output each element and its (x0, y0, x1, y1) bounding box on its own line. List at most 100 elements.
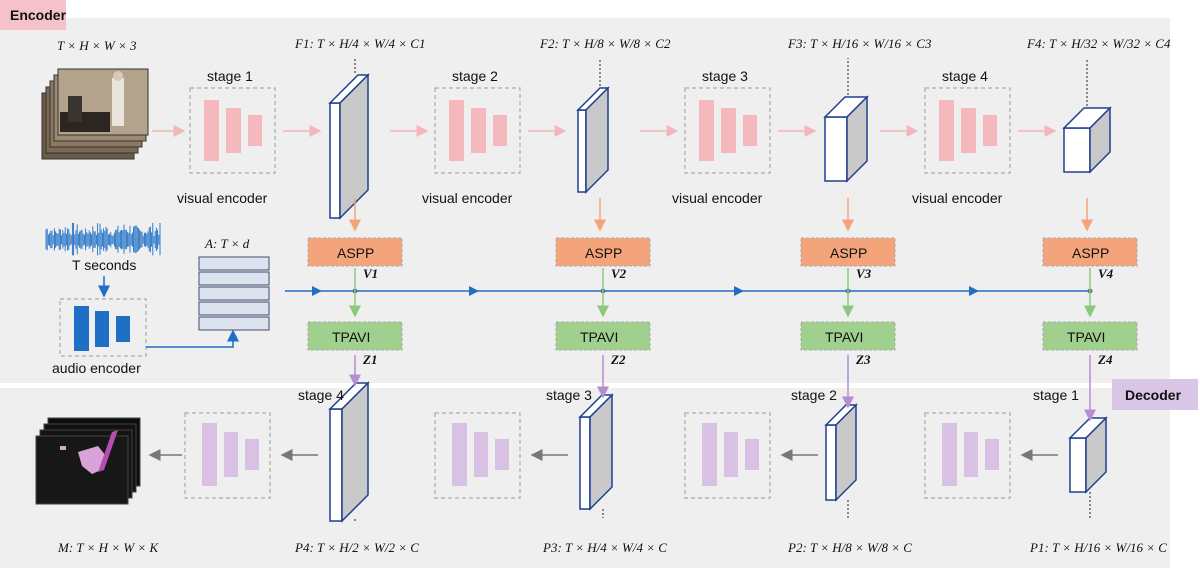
encoder-stage-4: stage 4 visual encoder (880, 68, 1057, 206)
decoder-stage-label: stage 2 (791, 387, 837, 403)
tpavi-output-label: Z2 (610, 352, 626, 367)
encoder-bar (961, 108, 976, 153)
encoder-feature-label: F1: T × H/4 × W/4 × C1 (294, 36, 425, 51)
stage-box (924, 87, 1011, 174)
visual-encoder-label: visual encoder (912, 190, 1003, 206)
encoder-bar (493, 115, 507, 146)
audio-seconds-label: T seconds (72, 257, 136, 273)
encoder-feature-block-1 (328, 73, 370, 220)
encoder-tag-label: Encoder (10, 7, 67, 23)
encoder-feature-block-3 (823, 95, 869, 183)
audio-to-feature-arrow (146, 329, 239, 348)
visual-encoder-label: visual encoder (177, 190, 268, 206)
decoder-tag: Decoder (1112, 379, 1198, 410)
encoder-stage-label: stage 4 (942, 68, 988, 84)
decoder-bar (702, 423, 717, 486)
visual-encoder-label: visual encoder (672, 190, 763, 206)
decoder-block-3 (684, 412, 818, 499)
decoder-stage-label: stage 1 (1033, 387, 1079, 403)
decoder-bar (985, 439, 999, 470)
encoder-bar (743, 115, 757, 146)
decoder-stage-label: stage 4 (298, 387, 344, 403)
tpavi-block-3: TPAVI Z3 (800, 321, 896, 367)
decoder-bar (964, 432, 978, 477)
audio-feature-stack (198, 256, 270, 331)
decoder-bar (942, 423, 957, 486)
encoder-feature-label: F3: T × H/16 × W/16 × C3 (787, 36, 932, 51)
encoder-bar (226, 108, 241, 153)
decoder-feature-block-2 (578, 393, 614, 511)
decoder-bar (724, 432, 738, 477)
decoder-bar (495, 439, 509, 470)
tpavi-block-1: TPAVI Z1 (307, 321, 403, 367)
encoder-stage-label: stage 1 (207, 68, 253, 84)
decoder-feature-block-4 (1068, 416, 1108, 494)
decoder-bar (202, 423, 217, 486)
encoder-bar (449, 100, 464, 161)
encoder-feature-label: F4: T × H/32 × W/32 × C4 (1026, 36, 1171, 51)
encoder-bar (248, 115, 262, 146)
encoder-feature-block-4 (1062, 106, 1112, 174)
stage-box (684, 87, 771, 174)
decoder-bar (245, 439, 259, 470)
audio-encoder-box (59, 298, 147, 357)
aspp-output-label: V3 (856, 266, 872, 281)
timeline-arrowhead (969, 286, 979, 296)
tpavi-output-label: Z3 (855, 352, 871, 367)
input-dims-label: T × H × W × 3 (57, 38, 137, 53)
decoder-feature-label: P3: T × H/4 × W/4 × C (542, 540, 667, 555)
decoder-block-2 (434, 412, 568, 499)
timeline-arrowhead (469, 286, 479, 296)
decoder-feature-block-3 (824, 403, 858, 502)
aspp-output-label: V2 (611, 266, 627, 281)
aspp-output-label: V1 (363, 266, 378, 281)
audio-feature-label: A: T × d (204, 236, 250, 251)
encoder-feature-block-2 (576, 86, 610, 194)
stage-box (189, 87, 276, 174)
encoder-stage-1: stage 1 visual encoder (177, 68, 322, 206)
encoder-bar (939, 100, 954, 161)
tpavi-label: TPAVI (825, 329, 863, 345)
encoder-stage-3: stage 3 visual encoder (640, 68, 817, 206)
encoder-stage-label: stage 3 (702, 68, 748, 84)
aspp-block-1: ASPP V1 (307, 237, 403, 318)
video-frames-icon (41, 68, 149, 160)
tpavi-block-4: TPAVI Z4 (1042, 321, 1138, 367)
aspp-label: ASPP (585, 245, 622, 261)
encoder-bar (471, 108, 486, 153)
decoder-tag-label: Decoder (1125, 387, 1182, 403)
tpavi-output-label: Z4 (1097, 352, 1113, 367)
decoder-bar (224, 432, 238, 477)
encoder-feature-label: F2: T × H/8 × W/8 × C2 (539, 36, 671, 51)
encoder-bar (699, 100, 714, 161)
timeline-arrowhead (734, 286, 744, 296)
decoder-block-1 (184, 412, 318, 499)
output-dims-label: M: T × H × W × K (57, 540, 159, 555)
aspp-label: ASPP (1072, 245, 1109, 261)
decoder-bar (474, 432, 488, 477)
decoder-feature-block-1 (328, 381, 370, 523)
aspp-output-label: V4 (1098, 266, 1114, 281)
encoder-bar (204, 100, 219, 161)
decoder-block-4 (924, 412, 1058, 499)
decoder-bar (745, 439, 759, 470)
tpavi-output-label: Z1 (362, 352, 377, 367)
aspp-block-4: ASPP V4 (1042, 237, 1138, 318)
encoder-tag: Encoder (0, 0, 67, 30)
aspp-label: ASPP (337, 245, 374, 261)
stage-box (434, 87, 521, 174)
decoder-stage-label: stage 3 (546, 387, 592, 403)
visual-encoder-label: visual encoder (422, 190, 513, 206)
aspp-block-2: ASPP V2 (555, 237, 651, 318)
tpavi-label: TPAVI (1067, 329, 1105, 345)
tpavi-label: TPAVI (332, 329, 370, 345)
decoder-feature-label: P1: T × H/16 × W/16 × C (1029, 540, 1167, 555)
output-mask-frames-icon (35, 417, 141, 505)
decoder-feature-label: P4: T × H/2 × W/2 × C (294, 540, 419, 555)
decoder-bar (452, 423, 467, 486)
encoder-bar (721, 108, 736, 153)
